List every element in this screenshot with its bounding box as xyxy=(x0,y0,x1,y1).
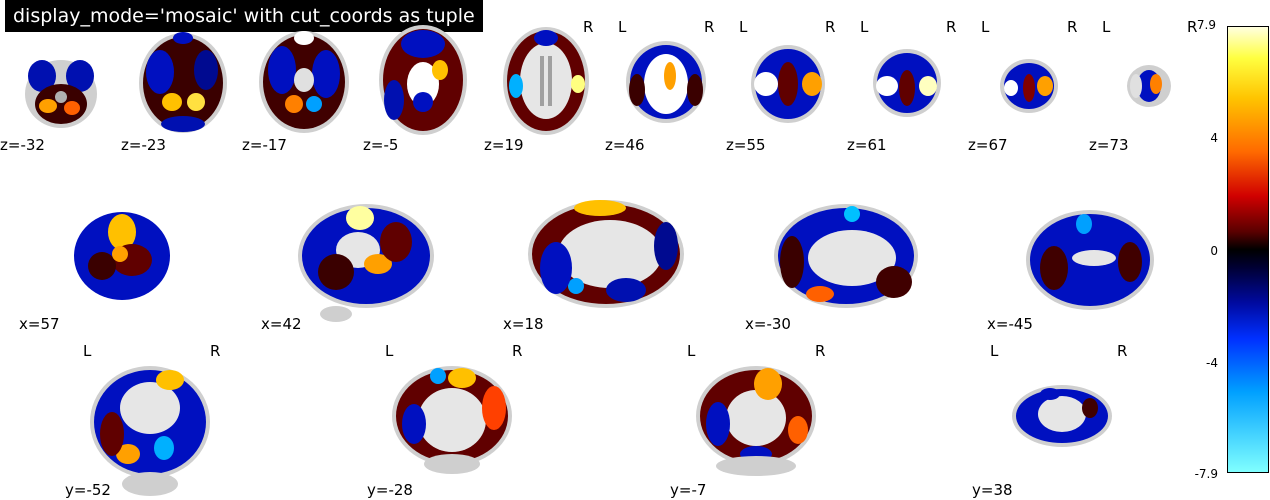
sagittal-cut-label: x=18 xyxy=(503,315,544,333)
axial-cut-label: z=19 xyxy=(484,136,524,154)
sagittal-slice-image xyxy=(298,204,434,322)
axial-cut-label: z=-23 xyxy=(121,136,166,154)
axial-slice-image xyxy=(626,41,706,123)
orientation-right-label: R xyxy=(512,342,523,360)
coronal-cut-label: y=38 xyxy=(972,481,1013,499)
colorbar-tick-label: -4 xyxy=(1206,356,1218,370)
sagittal-slice-image xyxy=(1026,210,1154,310)
colorbar-tick-label: 7.9 xyxy=(1196,18,1216,32)
sagittal-cut-label: x=57 xyxy=(19,315,60,333)
orientation-left-label: L xyxy=(981,18,990,36)
axial-cut-label: z=61 xyxy=(847,136,887,154)
orientation-right-label: R xyxy=(583,18,594,36)
orientation-right-label: R xyxy=(210,342,221,360)
sagittal-cut-label: x=-30 xyxy=(745,315,791,333)
coronal-slice-image xyxy=(1012,385,1112,447)
orientation-right-label: R xyxy=(1067,18,1078,36)
axial-slice-image xyxy=(751,45,825,123)
sagittal-slice-image xyxy=(74,212,170,300)
axial-cut-label: z=-17 xyxy=(242,136,287,154)
orientation-right-label: R xyxy=(825,18,836,36)
coronal-slice-image xyxy=(90,366,210,496)
axial-cut-label: z=67 xyxy=(968,136,1008,154)
axial-slice-image xyxy=(139,32,227,133)
orientation-left-label: L xyxy=(990,342,999,360)
orientation-left-label: L xyxy=(618,18,627,36)
orientation-right-label: R xyxy=(946,18,957,36)
sagittal-slice-image xyxy=(774,204,918,308)
coronal-cut-label: y=-28 xyxy=(367,481,413,499)
sagittal-slice-image xyxy=(528,200,684,308)
orientation-left-label: L xyxy=(739,18,748,36)
sagittal-cut-label: x=-45 xyxy=(987,315,1033,333)
axial-cut-label: z=73 xyxy=(1089,136,1129,154)
orientation-left-label: L xyxy=(860,18,869,36)
sagittal-cut-label: x=42 xyxy=(261,315,302,333)
orientation-left-label: L xyxy=(83,342,92,360)
axial-slice-image xyxy=(1000,59,1058,113)
axial-slice-image xyxy=(379,25,467,135)
axial-slice-image xyxy=(873,49,941,117)
figure-title: display_mode='mosaic' with cut_coords as… xyxy=(5,0,483,32)
colorbar-tick-label: 4 xyxy=(1210,131,1218,145)
axial-slice-image xyxy=(25,60,97,128)
orientation-right-label: R xyxy=(1187,18,1198,36)
orientation-left-label: L xyxy=(687,342,696,360)
coronal-slice-image xyxy=(696,366,816,476)
orientation-left-label: L xyxy=(385,342,394,360)
colorbar-tick-label: -7.9 xyxy=(1194,467,1218,481)
axial-slice-image xyxy=(1127,65,1171,107)
axial-slice-image xyxy=(503,27,589,135)
coronal-cut-label: y=-52 xyxy=(65,481,111,499)
orientation-right-label: R xyxy=(704,18,715,36)
axial-cut-label: z=-5 xyxy=(363,136,399,154)
coronal-cut-label: y=-7 xyxy=(670,481,707,499)
axial-cut-label: z=46 xyxy=(605,136,645,154)
coronal-slice-image xyxy=(392,366,512,474)
axial-cut-label: z=55 xyxy=(726,136,766,154)
colorbar xyxy=(1227,26,1269,473)
axial-slice-image xyxy=(259,31,349,133)
colorbar-tick-label: 0 xyxy=(1210,244,1218,258)
orientation-right-label: R xyxy=(1117,342,1128,360)
orientation-left-label: L xyxy=(1102,18,1111,36)
axial-cut-label: z=-32 xyxy=(0,136,45,154)
orientation-right-label: R xyxy=(815,342,826,360)
